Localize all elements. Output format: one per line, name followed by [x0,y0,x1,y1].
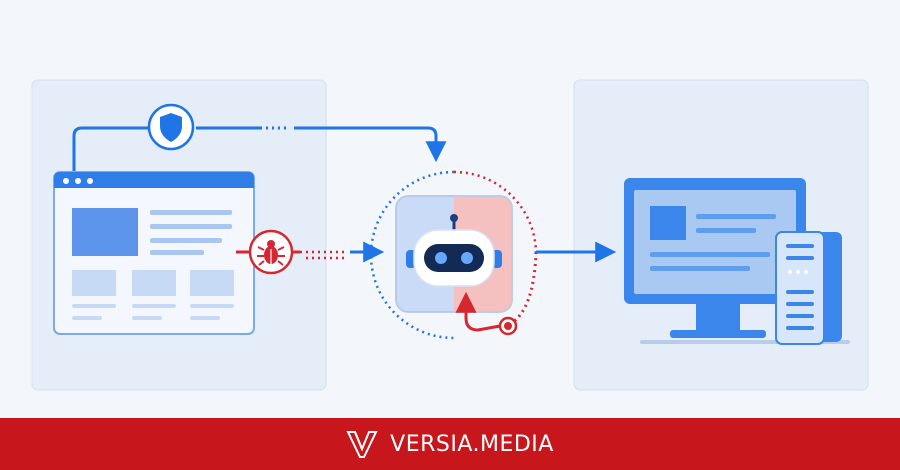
card-2 [132,270,176,296]
feedback-loop [455,251,538,336]
threat-connector [236,241,385,263]
window-dot-1 [63,178,69,184]
card-1 [72,270,116,296]
window-dot-3 [87,178,93,184]
versia-logo-icon[interactable] [346,429,378,459]
browser-window [53,171,255,335]
robot-icon [406,214,502,287]
monitor-icon [624,178,850,344]
shield-icon [147,103,195,151]
tower-pc-icon [775,231,842,345]
footer-brand[interactable]: VERSIA.MEDIA [390,431,554,457]
diagram [31,79,869,391]
secure-connector [72,126,447,172]
window-dot-2 [75,178,81,184]
card-3 [190,270,234,296]
bug-icon [248,229,294,275]
hero-image-block [72,208,138,256]
footer-banner: VERSIA.MEDIA [0,418,900,470]
